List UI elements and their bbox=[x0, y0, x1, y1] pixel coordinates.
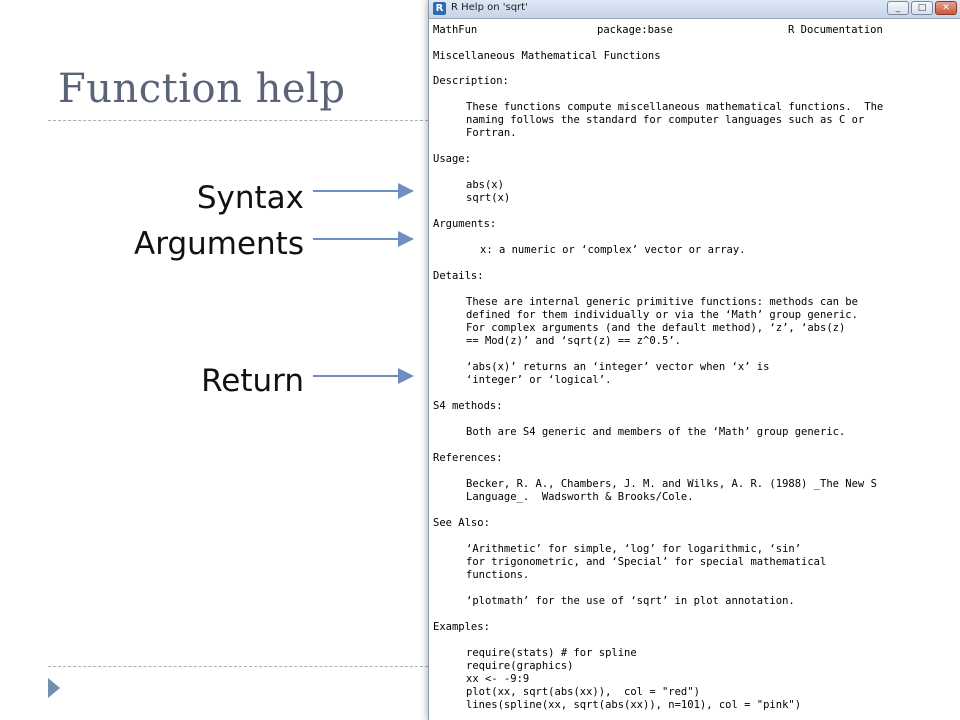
bullet-triangle-icon bbox=[48, 678, 60, 698]
section-line: x: a numeric or ‘complex’ vector or arra… bbox=[480, 244, 746, 256]
section-heading: Usage: bbox=[433, 153, 471, 165]
section-heading: Description: bbox=[433, 75, 509, 87]
window-titlebar[interactable]: R R Help on 'sqrt' _ □ ✕ bbox=[429, 0, 960, 19]
code-line: require(stats) # for spline bbox=[466, 647, 637, 659]
maximize-button[interactable]: □ bbox=[911, 1, 933, 15]
section-heading: S4 methods: bbox=[433, 400, 503, 412]
code-line: lines(spline(xx, sqrt(abs(xx)), n=101), … bbox=[466, 699, 802, 711]
help-header-package: package:base bbox=[597, 24, 673, 36]
section-line: These functions compute miscellaneous ma… bbox=[466, 101, 884, 113]
r-app-icon: R bbox=[433, 2, 446, 15]
section-line: for trigonometric, and ‘Special’ for spe… bbox=[466, 556, 827, 568]
section-heading: Examples: bbox=[433, 621, 490, 633]
window-controls: _ □ ✕ bbox=[887, 1, 957, 15]
section-line: ‘abs(x)’ returns an ‘integer’ vector whe… bbox=[466, 361, 770, 373]
footer-divider bbox=[48, 666, 433, 667]
help-header: MathFun package:base R Documentation bbox=[433, 24, 957, 37]
section-line: Language_. Wadsworth & Brooks/Cole. bbox=[466, 491, 694, 503]
section-heading: See Also: bbox=[433, 517, 490, 529]
r-help-window[interactable]: R R Help on 'sqrt' _ □ ✕ MathFun package… bbox=[428, 0, 960, 720]
section-heading: Arguments: bbox=[433, 218, 497, 230]
section-line: These are internal generic primitive fun… bbox=[466, 296, 858, 308]
help-header-topic: MathFun bbox=[433, 24, 478, 36]
code-line: xx <- -9:9 bbox=[466, 673, 530, 685]
code-line: require(graphics) bbox=[466, 660, 574, 672]
section-line: naming follows the standard for computer… bbox=[466, 114, 865, 126]
section-line: ‘Arithmetic’ for simple, ‘log’ for logar… bbox=[466, 543, 802, 555]
section-line: abs(x) bbox=[466, 179, 504, 191]
section-heading: Details: bbox=[433, 270, 484, 282]
help-header-doc: R Documentation bbox=[788, 24, 883, 36]
help-content[interactable]: MathFun package:base R Documentation Mis… bbox=[433, 18, 957, 720]
section-line: For complex arguments (and the default m… bbox=[466, 322, 846, 334]
section-line: functions. bbox=[466, 569, 530, 581]
section-line: Becker, R. A., Chambers, J. M. and Wilks… bbox=[466, 478, 877, 490]
section-line: sqrt(x) bbox=[466, 192, 511, 204]
title-divider bbox=[48, 120, 433, 121]
window-title: R Help on 'sqrt' bbox=[451, 2, 528, 13]
function-title: Miscellaneous Mathematical Functions bbox=[433, 50, 661, 62]
slide-title: Function help bbox=[58, 66, 346, 112]
minimize-button[interactable]: _ bbox=[887, 1, 909, 15]
section-line: ‘integer’ or ‘logical’. bbox=[466, 374, 612, 386]
close-button[interactable]: ✕ bbox=[935, 1, 957, 15]
callout-return: Return bbox=[201, 363, 304, 399]
callout-arguments: Arguments bbox=[134, 226, 304, 262]
section-line: ‘plotmath’ for the use of ‘sqrt’ in plot… bbox=[466, 595, 795, 607]
section-line: defined for them individually or via the… bbox=[466, 309, 858, 321]
callout-syntax: Syntax bbox=[196, 180, 304, 216]
code-line: plot(xx, sqrt(abs(xx)), col = "red") bbox=[466, 686, 700, 698]
section-line: == Mod(z)’ and ‘sqrt(z) == z^0.5’. bbox=[466, 335, 681, 347]
section-heading: References: bbox=[433, 452, 503, 464]
section-line: Fortran. bbox=[466, 127, 517, 139]
section-line: Both are S4 generic and members of the ‘… bbox=[466, 426, 846, 438]
